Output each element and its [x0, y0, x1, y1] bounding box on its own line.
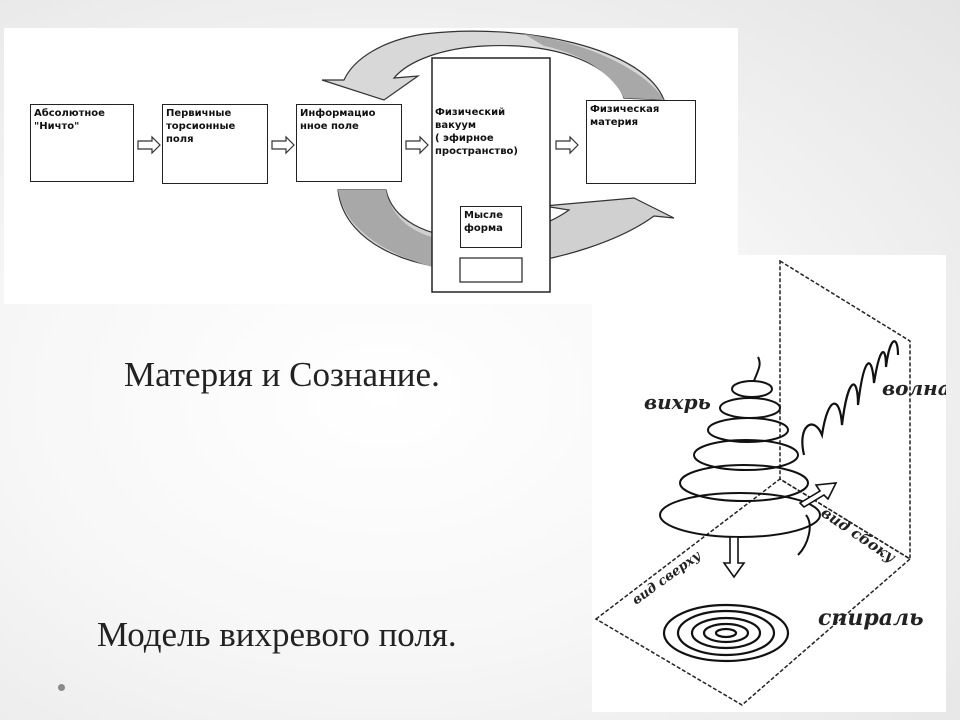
label-vortex: вихрь — [644, 390, 711, 414]
arrow-4 — [555, 135, 579, 155]
box-thought-form: Мысле форма — [460, 206, 522, 248]
box-absolute-nothing: Абсолютное "Ничто" — [30, 104, 134, 182]
floor-spiral — [662, 603, 790, 663]
vortex-helix — [659, 356, 821, 538]
top-view-arrow — [722, 536, 746, 579]
vortex-diagram-panel: вихрь волна вид сбоку вид сверху спираль — [592, 255, 946, 712]
box-information-field: Информацио нное поле — [296, 104, 402, 182]
arrow-3 — [405, 135, 429, 155]
bullet-dot — [58, 684, 65, 691]
thought-form-extension — [459, 257, 523, 283]
box-primary-torsion-fields: Первичные торсионные поля — [162, 104, 268, 184]
vacuum-column — [431, 57, 551, 293]
arrow-2 — [271, 135, 295, 155]
label-side-view: вид сбоку — [818, 503, 900, 566]
caption-matter-consciousness: Материя и Сознание. — [124, 355, 440, 394]
flow-diagram-graphics — [137, 30, 675, 293]
label-top-view: вид сверху — [630, 548, 705, 608]
wave-curve — [801, 340, 900, 456]
flow-diagram-panel: Абсолютное "Ничто" Первичные торсионные … — [4, 28, 738, 304]
label-wave: волна — [882, 376, 946, 400]
box-physical-vacuum: Физический вакуум ( эфирное пространство… — [435, 107, 518, 157]
floor-plane — [594, 478, 912, 706]
lower-cycle-arrow-dark — [338, 190, 436, 268]
label-spiral: спираль — [818, 605, 924, 631]
swirl-curve — [797, 514, 811, 556]
caption-vortex-field-model: Модель вихревого поля. — [97, 615, 457, 654]
box-physical-matter: Физическая материя — [586, 100, 696, 184]
vortex-diagram-graphics: вихрь волна вид сбоку вид сверху спираль — [594, 259, 946, 706]
side-view-arrow — [798, 482, 838, 509]
arrow-1 — [137, 135, 161, 155]
upper-cycle-arrow-dark — [524, 34, 664, 100]
